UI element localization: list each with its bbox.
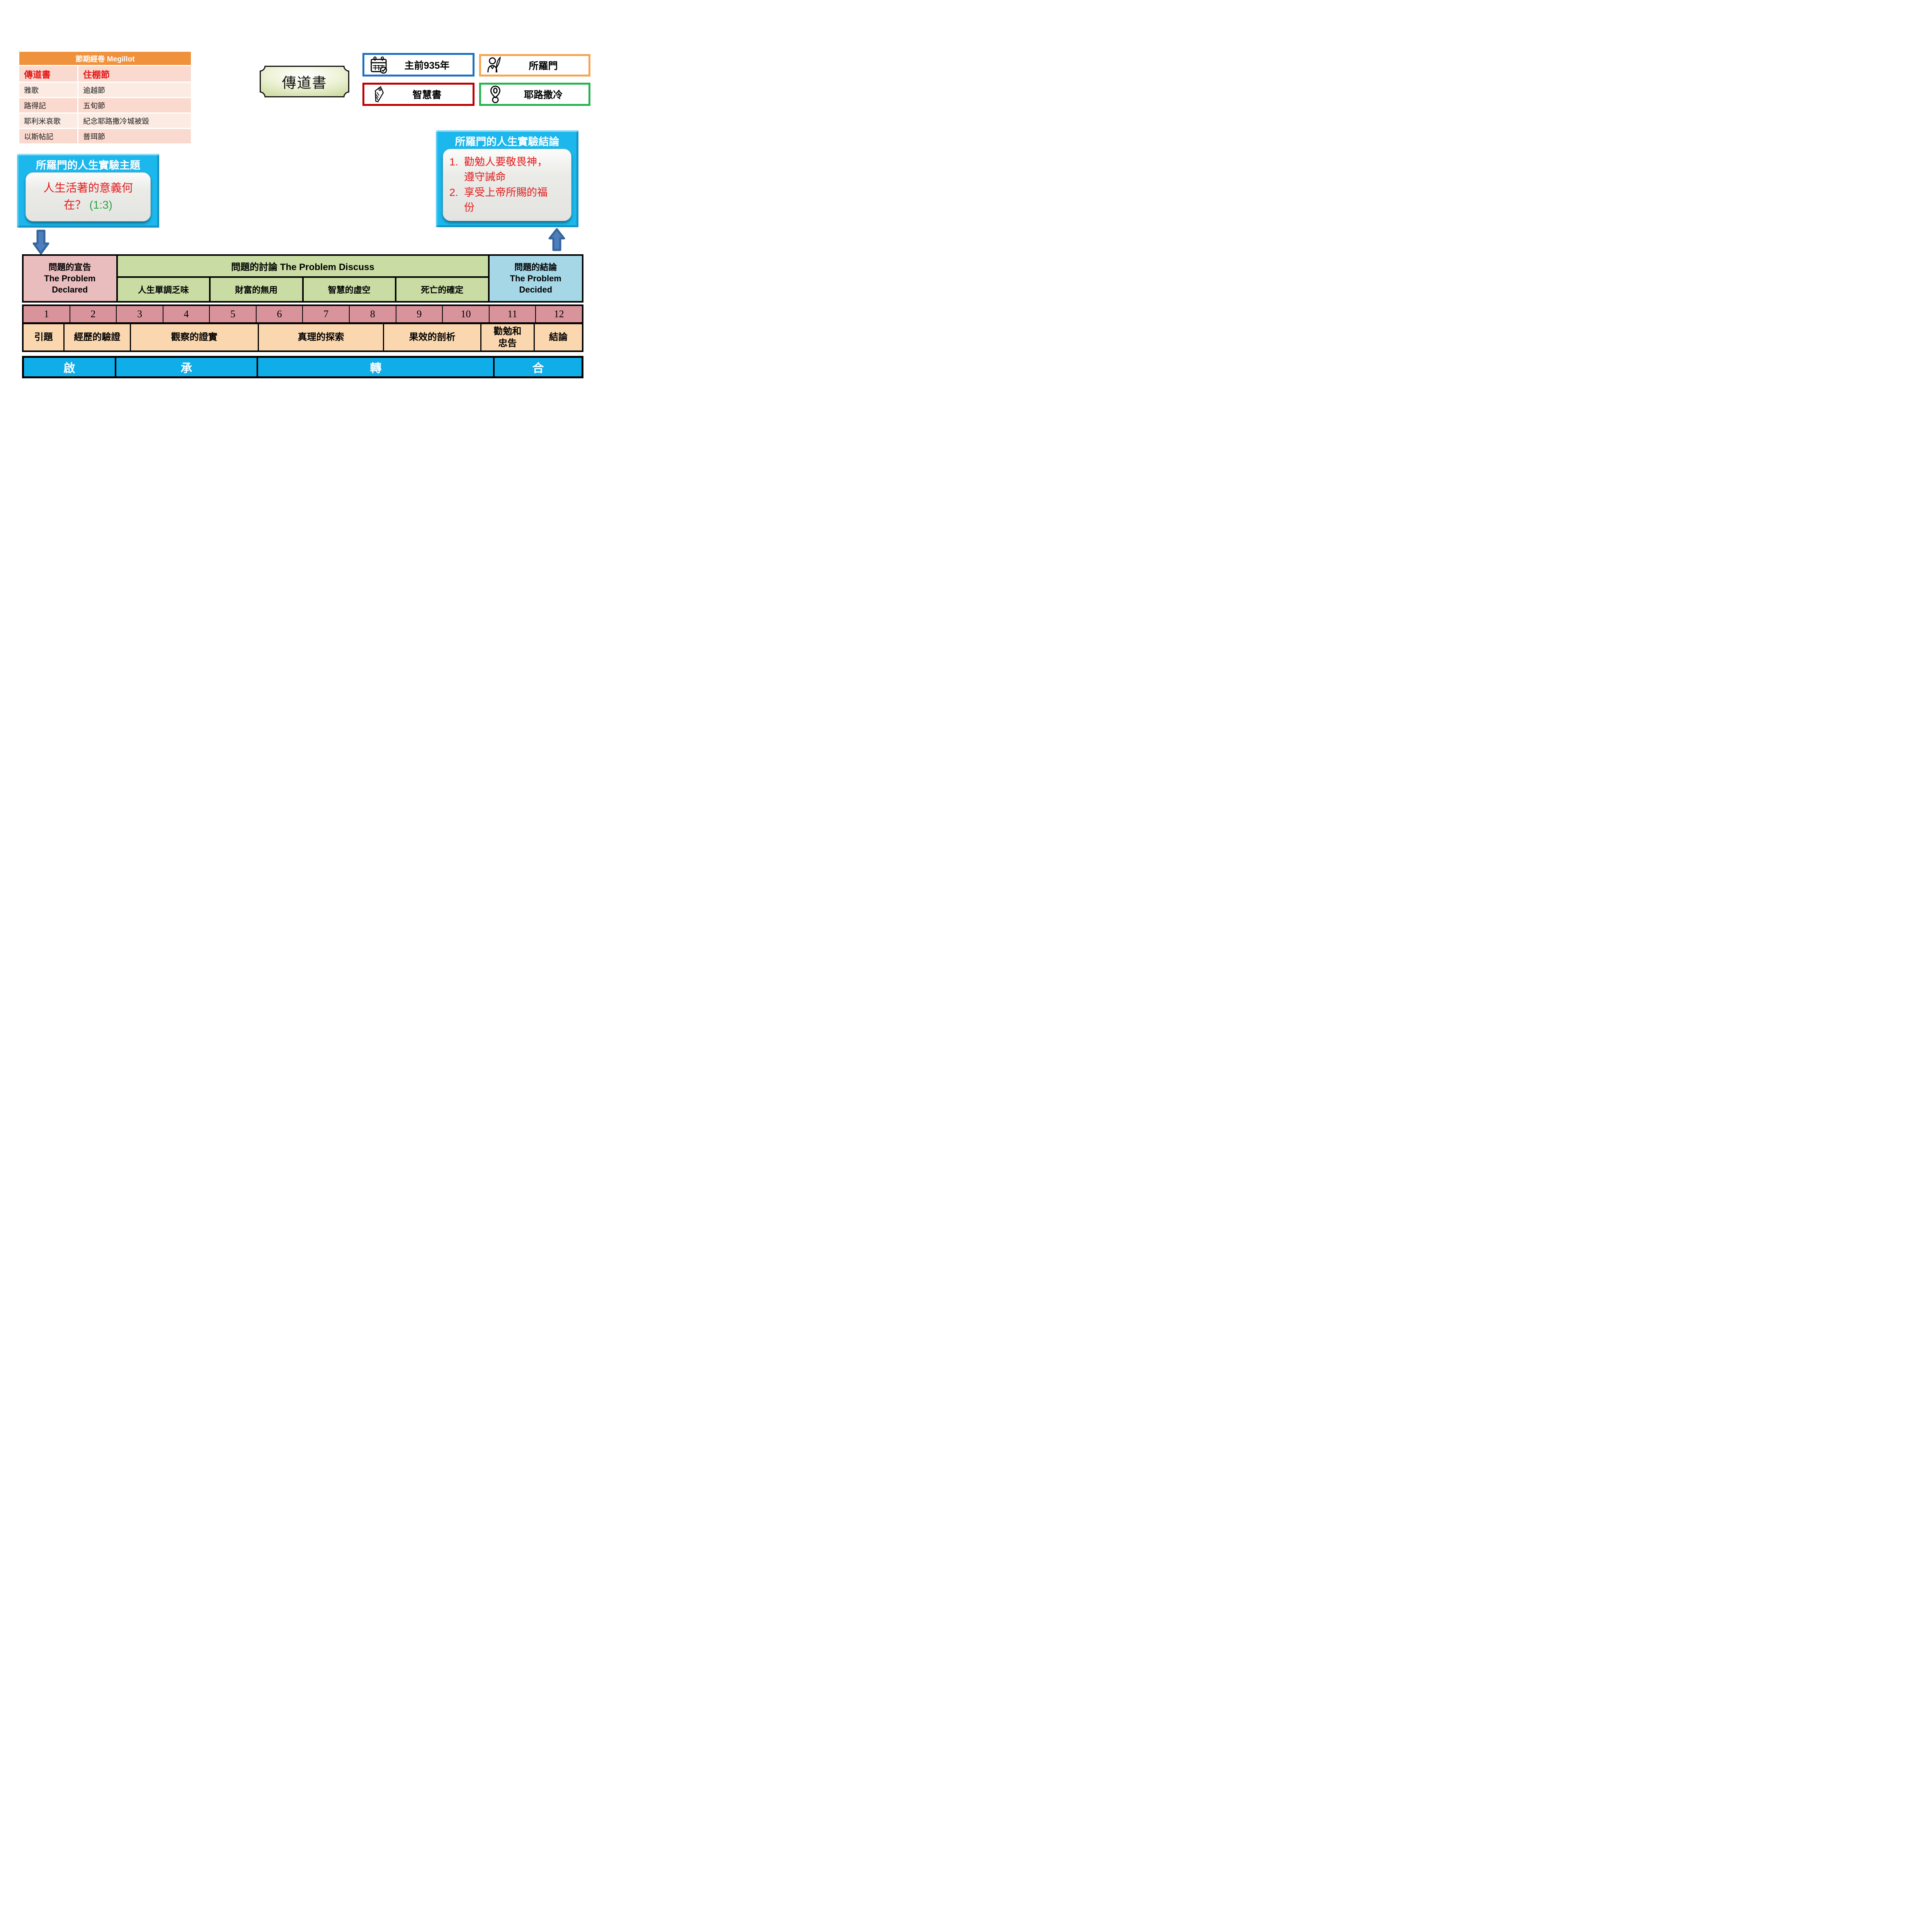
megillot-table: 節期經卷 Megillot 傳道書 住棚節 雅歌 逾越節 路得記 五旬節 耶利米…	[18, 51, 192, 145]
item-number: 2.	[449, 186, 458, 198]
table-row: 耶利米哀歌 紀念耶路撒冷城被毀	[19, 114, 191, 128]
stage-cell: 轉	[258, 358, 493, 376]
table-row: 路得記 五旬節	[19, 98, 191, 112]
table-row: 雅歌 逾越節	[19, 83, 191, 97]
down-arrow-icon	[32, 230, 49, 255]
book-cell: 耶利米哀歌	[19, 114, 77, 128]
calendar-icon	[370, 56, 388, 74]
table-row: 傳道書 住棚節	[19, 66, 191, 82]
plaque-title: 傳道書	[282, 75, 327, 91]
section-cell: 結論	[534, 324, 582, 350]
item-number: 1.	[449, 156, 458, 168]
sections-row: 引題 經歷的驗證 觀察的證實 真理的探索 果效的剖析 勸勉和忠告 結論	[24, 324, 582, 350]
decided-zh: 問題的結論	[514, 262, 557, 272]
declared-en1: The Problem	[44, 273, 96, 283]
chapter-cell: 9	[396, 306, 442, 322]
stage-cell: 啟	[24, 358, 115, 376]
tag-icon	[370, 85, 388, 103]
book-cell: 雅歌	[19, 83, 77, 97]
book-cell: 傳道書	[19, 66, 77, 82]
outline-header-band: 問題的宣告 The Problem Declared 問題的討論 The Pro…	[22, 254, 583, 303]
question-text: 人生活著的意義何在？	[43, 182, 133, 211]
chapter-cell: 2	[70, 306, 116, 322]
slide-canvas: 節期經卷 Megillot 傳道書 住棚節 雅歌 逾越節 路得記 五旬節 耶利米…	[0, 0, 597, 422]
topic-cell: 人生單調乏味	[117, 278, 209, 301]
book-cell: 以斯帖記	[19, 129, 77, 143]
stage-cell: 合	[495, 358, 582, 376]
decided-cell: 問題的結論 The Problem Decided	[489, 256, 582, 301]
theme-panel: 人生活著的意義何在？ (1:3)	[26, 172, 151, 221]
conclusion-item: 2. 享受上帝所賜的福份	[449, 185, 565, 215]
festival-cell: 逾越節	[78, 83, 191, 97]
section-cell: 經歷的驗證	[65, 324, 130, 350]
theme-box: 所羅門的人生實驗主題 人生活著的意義何在？ (1:3)	[17, 154, 159, 228]
book-cell: 路得記	[19, 98, 77, 112]
up-arrow-icon	[548, 228, 565, 251]
stages-band: 啟 承 轉 合	[22, 356, 583, 378]
chapter-cell: 11	[489, 306, 536, 322]
theme-question: 人生活著的意義何在？ (1:3)	[37, 180, 139, 214]
topic-cell: 智慧的虛空	[303, 278, 395, 301]
badge-place: 耶路撒冷	[479, 83, 590, 106]
badge-genre: 智慧書	[362, 83, 474, 106]
festival-cell: 紀念耶路撒冷城被毀	[78, 114, 191, 128]
table-title: 節期經卷 Megillot	[19, 52, 191, 65]
item-text: 勸勉人要敬畏神，遵守誡命	[464, 156, 548, 183]
chapters-row: 1 2 3 4 5 6 7 8 9 10 11 12	[24, 306, 582, 322]
chapter-cell: 8	[350, 306, 396, 322]
badge-author: 所羅門	[479, 54, 590, 77]
badge-date: 主前935年	[362, 53, 474, 77]
outline-body-band: 1 2 3 4 5 6 7 8 9 10 11 12 引題 經歷的驗證 觀察的證…	[22, 304, 583, 352]
badge-label: 智慧書	[412, 90, 442, 100]
plaque-shape	[260, 66, 349, 97]
table-header-row: 節期經卷 Megillot	[19, 52, 191, 65]
festival-cell: 五旬節	[78, 98, 191, 112]
festival-cell: 住棚節	[78, 66, 191, 82]
section-cell: 引題	[24, 324, 64, 350]
declared-en2: Declared	[52, 285, 88, 295]
chapter-cell: 3	[117, 306, 163, 322]
conclusion-list: 1. 勸勉人要敬畏神，遵守誡命 2. 享受上帝所賜的福份	[443, 155, 571, 215]
discuss-block: 問題的討論 The Problem Discuss 人生單調乏味 財富的無用 智…	[117, 256, 488, 301]
topic-cell: 死亡的確定	[396, 278, 488, 301]
location-pin-icon	[486, 85, 504, 103]
festival-cell: 普珥節	[78, 129, 191, 143]
item-text: 享受上帝所賜的福份	[464, 186, 548, 213]
decided-en1: The Problem	[510, 273, 561, 283]
decided-en2: Decided	[519, 285, 553, 295]
chapter-cell: 5	[210, 306, 256, 322]
section-cell: 觀察的證實	[131, 324, 258, 350]
section-cell: 勸勉和忠告	[481, 324, 534, 350]
conclusion-panel: 1. 勸勉人要敬畏神，遵守誡命 2. 享受上帝所賜的福份	[443, 149, 571, 221]
table-row: 以斯帖記 普珥節	[19, 129, 191, 143]
discuss-title-cell: 問題的討論 The Problem Discuss	[117, 256, 488, 276]
chapter-cell: 12	[536, 306, 582, 322]
stage-cell: 承	[116, 358, 257, 376]
author-icon	[486, 56, 504, 74]
conclusion-box-title: 所羅門的人生實驗結論	[455, 136, 560, 148]
book-title-plaque: 傳道書	[260, 66, 349, 97]
chapter-cell: 10	[443, 306, 489, 322]
topic-cell: 財富的無用	[211, 278, 302, 301]
badge-label: 主前935年	[404, 60, 450, 71]
verse-reference: (1:3)	[89, 199, 112, 211]
declared-zh: 問題的宣告	[48, 262, 91, 272]
declared-cell: 問題的宣告 The Problem Declared	[24, 256, 116, 301]
section-cell: 真理的探索	[259, 324, 383, 350]
badge-label: 所羅門	[529, 61, 558, 71]
badge-label: 耶路撒冷	[524, 90, 563, 100]
section-cell: 果效的剖析	[384, 324, 481, 350]
discuss-topics-row: 人生單調乏味 財富的無用 智慧的虛空 死亡的確定	[117, 278, 488, 301]
chapter-cell: 1	[24, 306, 70, 322]
chapter-cell: 6	[256, 306, 303, 322]
chapter-cell: 4	[163, 306, 209, 322]
conclusion-box: 所羅門的人生實驗結論 1. 勸勉人要敬畏神，遵守誡命 2. 享受上帝所賜的福份	[436, 130, 578, 227]
conclusion-item: 1. 勸勉人要敬畏神，遵守誡命	[449, 155, 565, 185]
chapter-cell: 7	[303, 306, 349, 322]
theme-box-title: 所羅門的人生實驗主題	[36, 160, 140, 171]
